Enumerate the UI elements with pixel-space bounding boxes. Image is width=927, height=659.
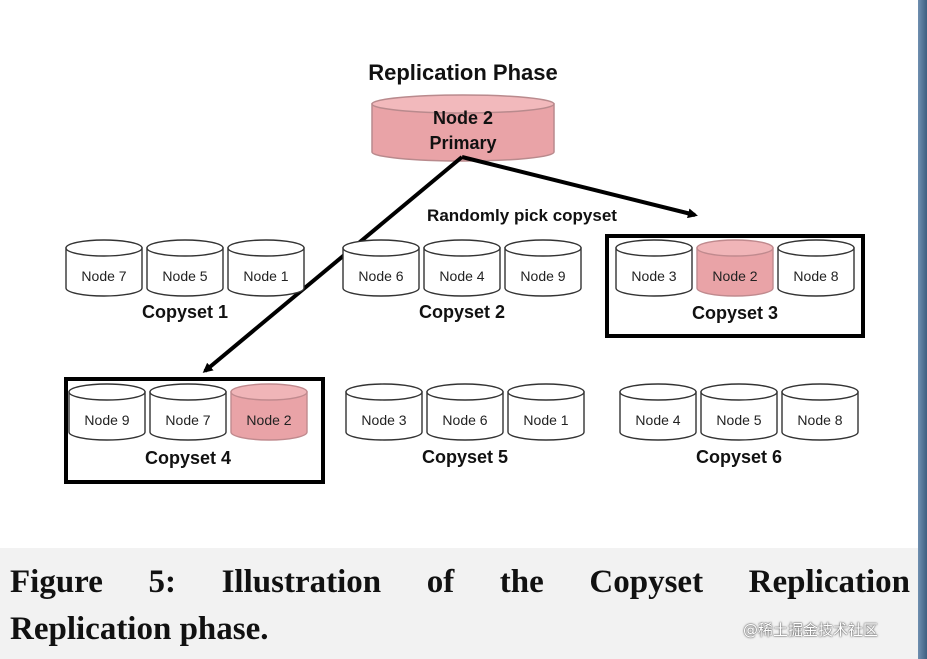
copyset-2: Node 6 Node 4 Node 9 Copyset 2 <box>342 239 582 322</box>
copyset-6: Node 4 Node 5 Node 8 Copyset 6 <box>619 383 859 467</box>
node-label: Node 1 <box>523 412 568 428</box>
node-label: Node 4 <box>439 268 484 284</box>
node-label: Node 3 <box>631 268 676 284</box>
node-cylinder: Node 6 <box>342 239 420 297</box>
node-cylinder: Node 4 <box>619 383 697 441</box>
copyset-label: Copyset 5 <box>422 447 508 467</box>
caption-area <box>0 548 918 659</box>
arrow-label: Randomly pick copyset <box>427 206 617 225</box>
node-label: Node 6 <box>442 412 487 428</box>
copyset-label: Copyset 6 <box>696 447 782 467</box>
node-label: Node 2 <box>246 412 291 428</box>
node-label: Node 1 <box>243 268 288 284</box>
node-cylinder: Node 6 <box>426 383 504 441</box>
node-cylinder: Node 9 <box>68 383 146 441</box>
copyset-label: Copyset 3 <box>692 303 778 323</box>
node-label: Node 5 <box>716 412 761 428</box>
node-cylinder: Node 4 <box>423 239 501 297</box>
copyset-4: Node 9 Node 7 Node 2 Copyset 4 <box>68 383 308 468</box>
node-cylinder: Node 3 <box>615 239 693 297</box>
node-cylinder: Node 1 <box>227 239 305 297</box>
caption-word: Copyset <box>589 564 704 600</box>
primary-node-name: Node 2 <box>433 108 493 128</box>
copyset-label: Copyset 4 <box>145 448 231 468</box>
copyset-diagram: Replication Phase Node 2 Primary Randoml… <box>64 60 865 484</box>
node-label: Node 7 <box>81 268 126 284</box>
node-label: Node 9 <box>84 412 129 428</box>
node-cylinder: Node 9 <box>504 239 582 297</box>
caption-word: Replication <box>748 564 910 600</box>
copyset-3-selection-box <box>605 234 865 338</box>
node-cylinder: Node 2 <box>230 383 308 441</box>
node-cylinder: Node 8 <box>777 239 855 297</box>
copyset-4-selection-box <box>64 377 325 484</box>
node-cylinder: Node 2 <box>696 239 774 297</box>
copyset-5: Node 3 Node 6 Node 1 Copyset 5 <box>345 383 585 467</box>
figure-caption-line-2: Replication phase. <box>10 611 269 647</box>
node-label: Node 2 <box>712 268 757 284</box>
caption-word: 5: <box>148 564 176 600</box>
node-cylinder: Node 7 <box>65 239 143 297</box>
copyset-label: Copyset 2 <box>419 302 505 322</box>
node-cylinder: Node 3 <box>345 383 423 441</box>
watermark: @稀土掘金技术社区 <box>743 621 879 639</box>
caption-word: Illustration <box>221 564 382 600</box>
node-label: Node 6 <box>358 268 403 284</box>
primary-node-cylinder: Node 2 Primary <box>371 94 555 162</box>
arrow-to-copyset-3 <box>461 155 698 219</box>
window-edge <box>918 0 927 659</box>
node-cylinder: Node 7 <box>149 383 227 441</box>
slide: Replication Phase Node 2 Primary Randoml… <box>0 0 918 548</box>
arrow-to-copyset-4 <box>202 155 464 373</box>
copyset-3: Node 3 Node 2 Node 8 Copyset 3 <box>615 239 855 323</box>
node-label: Node 8 <box>793 268 838 284</box>
node-cylinder: Node 8 <box>781 383 859 441</box>
copyset-1: Node 7 Node 5 Node 1 Copyset 1 <box>65 239 305 322</box>
node-cylinder: Node 5 <box>146 239 224 297</box>
node-cylinder: Node 5 <box>700 383 778 441</box>
node-label: Node 5 <box>162 268 207 284</box>
caption-word: the <box>499 564 544 600</box>
node-label: Node 9 <box>520 268 565 284</box>
node-label: Node 8 <box>797 412 842 428</box>
diagram-title: Replication Phase <box>368 60 558 85</box>
caption-word: of <box>426 564 455 600</box>
node-cylinder: Node 1 <box>507 383 585 441</box>
primary-node-role: Primary <box>429 133 496 153</box>
node-label: Node 4 <box>635 412 680 428</box>
figure-caption-line-1: Figure 5: Illustration of the Copyset Re… <box>10 564 910 601</box>
node-label: Node 7 <box>165 412 210 428</box>
node-label: Node 3 <box>361 412 406 428</box>
caption-word: Figure <box>10 564 103 600</box>
copyset-label: Copyset 1 <box>142 302 228 322</box>
